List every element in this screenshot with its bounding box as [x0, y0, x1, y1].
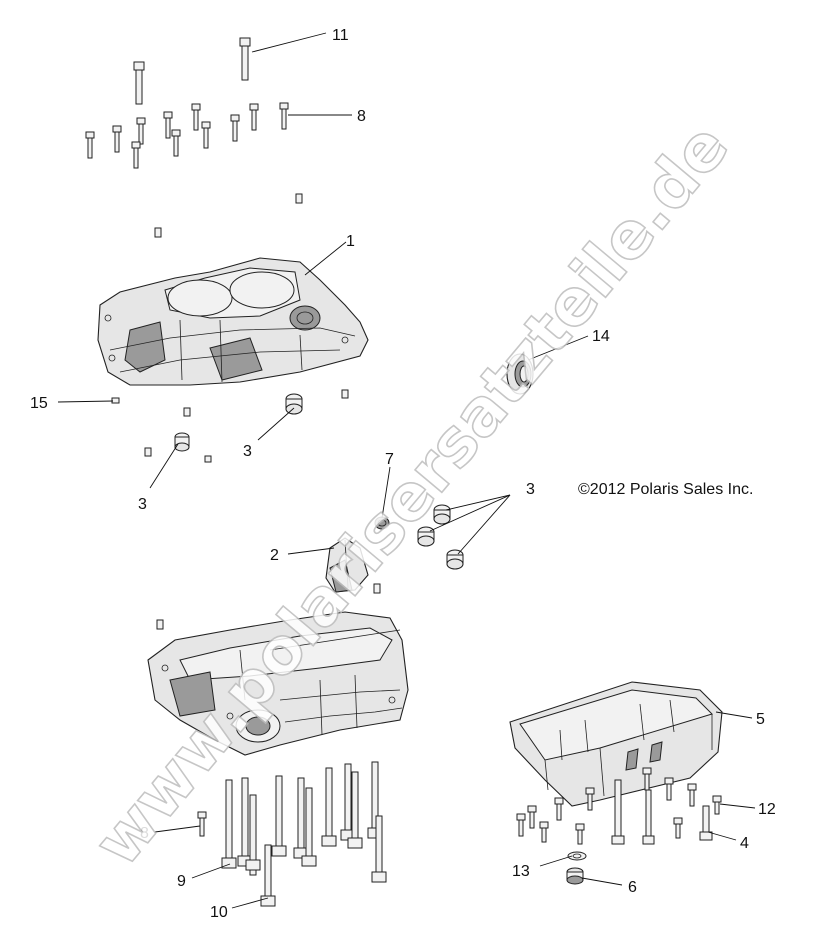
callout-11: 11	[332, 27, 349, 44]
pan-bolt	[673, 817, 683, 839]
callout-labels: 11 8 1 14 15 3 3 7 3 ©2012 Polaris Sales…	[30, 27, 776, 921]
callout-3-right: 3	[526, 481, 535, 498]
long-bolt	[321, 767, 337, 847]
upper-crankcase	[97, 257, 369, 386]
short-bolt	[163, 111, 173, 139]
long-bolt	[347, 771, 363, 849]
extra-long-bolt	[260, 844, 276, 907]
long-bolt	[245, 794, 261, 876]
pan-bolt	[554, 797, 564, 821]
bushing	[433, 504, 451, 525]
callout-10: 10	[210, 904, 228, 921]
pan-bolt	[516, 813, 526, 837]
dowel-pins	[111, 193, 381, 630]
pan-bolt	[699, 805, 713, 841]
callout-5: 5	[756, 711, 765, 728]
short-bolt	[249, 103, 259, 131]
leader-lines	[57, 32, 756, 909]
callout-7: 7	[385, 451, 394, 468]
callout-13: 13	[512, 863, 530, 880]
short-bolt	[136, 117, 146, 145]
callout-8-top: 8	[357, 108, 366, 125]
short-bolt	[112, 125, 122, 153]
upper-bolt-group	[85, 37, 289, 169]
long-bolt	[239, 37, 251, 81]
short-bolt	[191, 103, 201, 131]
short-bolt	[197, 811, 207, 837]
oil-pan	[509, 681, 723, 807]
short-bolt	[131, 141, 141, 169]
callout-9: 9	[177, 873, 186, 890]
bushing	[285, 393, 303, 415]
long-bolt	[237, 777, 253, 867]
bushing	[174, 432, 190, 452]
oil-seal	[506, 353, 534, 395]
drain-plug	[566, 867, 584, 885]
long-bolt	[133, 61, 145, 105]
callout-6: 6	[628, 879, 637, 896]
oil-pan-bolt-group	[516, 767, 722, 845]
long-bolt	[371, 815, 387, 883]
long-bolt	[271, 775, 287, 857]
sealing-washer	[567, 851, 587, 861]
short-bolt	[279, 102, 289, 130]
callout-4: 4	[740, 835, 749, 852]
short-bolt	[230, 114, 240, 142]
long-bolt	[221, 779, 237, 869]
short-bolt	[85, 131, 95, 159]
bearing-bushings-upper	[174, 393, 303, 452]
pan-bolt	[611, 779, 625, 845]
callout-3-upper: 3	[243, 443, 252, 460]
pan-bolt	[664, 777, 674, 801]
callout-1: 1	[346, 233, 355, 250]
callout-12: 12	[758, 801, 776, 818]
lower-bolt-group	[197, 761, 387, 907]
pan-bolt	[642, 789, 655, 845]
pan-bolt	[712, 795, 722, 815]
pan-bolt	[527, 805, 537, 829]
oil-pickup	[325, 537, 369, 593]
short-bolt	[171, 129, 181, 157]
long-bolt	[301, 787, 317, 867]
callout-3-left: 3	[138, 496, 147, 513]
lower-crankcase	[147, 611, 409, 756]
callout-2: 2	[270, 547, 279, 564]
copyright-notice: ©2012 Polaris Sales Inc.	[578, 481, 753, 498]
bearing-bushings-right	[417, 504, 464, 570]
pan-bolt	[539, 821, 549, 843]
bushing	[417, 526, 435, 547]
pan-bolt	[585, 787, 595, 811]
callout-15: 15	[30, 395, 48, 412]
callout-8-bottom: 8	[140, 825, 149, 842]
short-bolt	[201, 121, 211, 149]
pan-bolt	[687, 783, 697, 807]
callout-14: 14	[592, 328, 610, 345]
bushing	[446, 549, 464, 570]
pan-bolt	[575, 823, 585, 845]
